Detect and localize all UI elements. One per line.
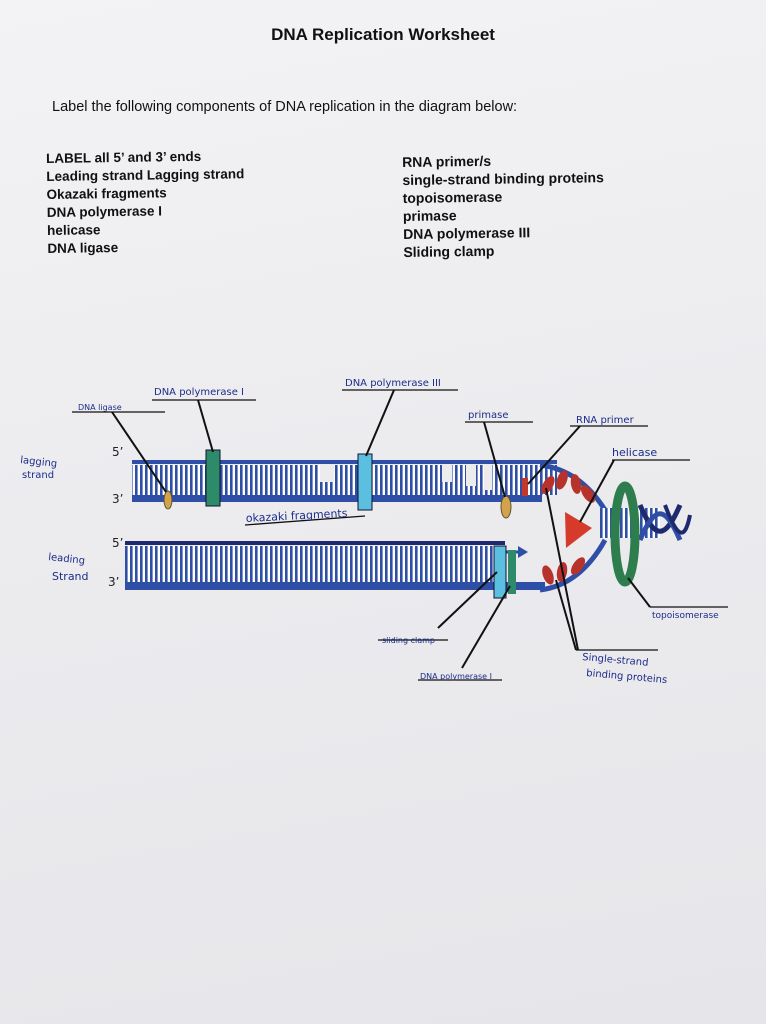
label-okazaki-fragments: okazaki fragments <box>245 507 348 525</box>
label-primase: primase <box>468 410 508 421</box>
label-sliding-clamp: sliding clamp <box>382 636 435 645</box>
bottom-duplex <box>125 541 545 590</box>
label-leading-1: leading <box>48 552 86 567</box>
label-lagging-1: lagging <box>20 455 58 470</box>
top-base-pairs <box>132 465 557 495</box>
label-rna-primer: RNA primer <box>576 415 635 426</box>
label-ssb-1: Single-strand <box>582 652 649 669</box>
label-dna-ligase: DNA ligase <box>78 403 122 412</box>
topoisomerase-ring <box>610 481 640 587</box>
rna-primer-shape <box>522 478 528 496</box>
lagging-strand-backbone <box>132 495 542 502</box>
primase-shape <box>500 495 512 519</box>
bottom-base-pairs <box>125 546 505 582</box>
top-template-strand <box>132 460 557 464</box>
end-label-bottom-3: 3’ <box>108 575 119 589</box>
label-dna-polymerase-1-bottom: DNA polymerase I <box>420 672 492 681</box>
end-label-top-5: 5’ <box>112 445 123 459</box>
single-strand-binding-proteins <box>541 470 596 585</box>
dna-polymerase-1-top <box>205 449 221 507</box>
top-duplex <box>132 460 557 502</box>
dna-polymerase-3 <box>357 453 373 511</box>
dna-ligase-shape <box>163 490 173 510</box>
leading-template-strand <box>125 541 505 545</box>
label-underlines <box>72 389 728 681</box>
label-topoisomerase: topoisomerase <box>652 611 719 621</box>
label-leading-2: Strand <box>52 570 89 583</box>
label-dna-polymerase-3: DNA polymerase III <box>345 378 441 389</box>
leading-strand-backbone <box>125 582 545 590</box>
label-dna-polymerase-1-top: DNA polymerase I <box>154 387 244 398</box>
pointer-lines <box>111 389 651 669</box>
growth-arrow <box>518 546 528 558</box>
sliding-clamp-shape <box>493 545 507 599</box>
end-label-top-3: 3’ <box>112 492 123 506</box>
worksheet-title: DNA Replication Worksheet <box>271 25 495 44</box>
instruction-text: Label the following components of DNA re… <box>52 99 518 115</box>
end-label-bottom-5: 5’ <box>112 536 123 550</box>
dna-polymerase-1-bottom-shape <box>508 550 516 594</box>
label-ssb-2: binding proteins <box>586 668 668 686</box>
label-lagging-2: strand <box>22 470 54 481</box>
helicase-shape <box>565 512 592 548</box>
label-helicase: helicase <box>612 446 657 459</box>
